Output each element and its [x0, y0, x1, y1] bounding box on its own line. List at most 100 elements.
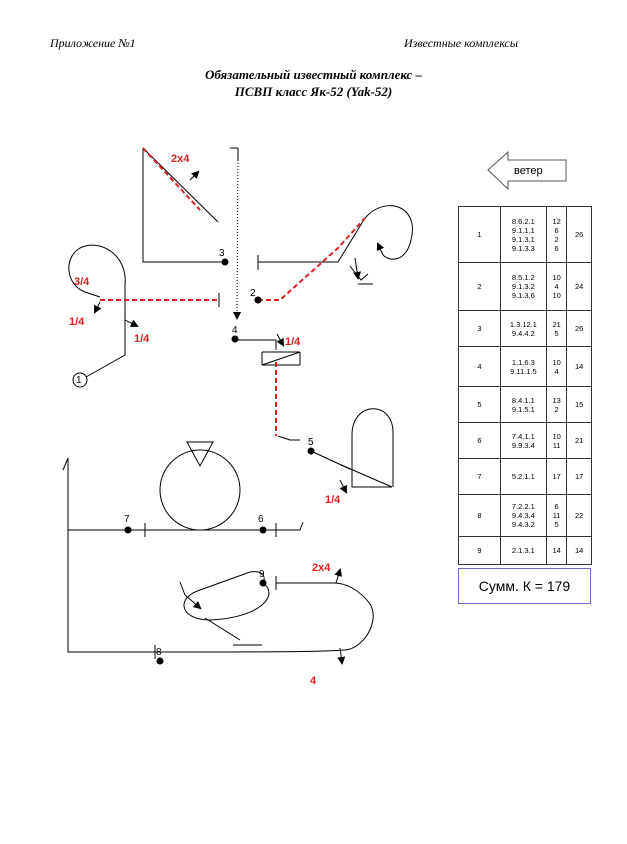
header-left: Приложение №1 — [50, 36, 136, 50]
annotation-4: 4 — [310, 675, 317, 687]
start-point-marker-1 — [72, 372, 88, 388]
point-marker-3 — [221, 258, 229, 266]
row-number: 3 — [458, 310, 501, 347]
row-total: 24 — [566, 262, 592, 311]
point-label-9: 9 — [259, 569, 265, 580]
annotation-1-4-fig4: 1/4 — [285, 336, 301, 348]
element-coefficient: 2 — [554, 234, 559, 244]
element-code: 1.3.12.1 — [509, 319, 537, 329]
point-marker-9 — [259, 579, 267, 587]
element-code: 9.1.3.1 — [511, 234, 535, 244]
turn-triangle-icon — [186, 441, 214, 468]
point-marker-4 — [231, 335, 239, 343]
element-coefficient: 10 — [552, 431, 561, 441]
element-coefficient: 4 — [554, 282, 559, 291]
element-coefficient: 17 — [552, 472, 561, 481]
element-coefficient: 6 — [554, 502, 559, 511]
element-coefficient: 10 — [552, 357, 561, 367]
element-coefficient: 6 — [554, 225, 559, 235]
element-code: 9.1.1.1 — [511, 225, 535, 235]
point-marker-6 — [259, 526, 267, 534]
element-coefficient: 10 — [552, 291, 561, 300]
loop-circle-6 — [159, 449, 241, 531]
element-coefficient: 11 — [552, 511, 561, 520]
element-code: 5.2.1.1 — [511, 472, 535, 481]
annotation-1-4-left: 1/4 — [69, 316, 85, 328]
point-marker-8 — [156, 657, 164, 665]
row-total: 22 — [566, 494, 592, 537]
annotation-1-4-mid: 1/4 — [134, 333, 150, 345]
wind-label: ветер — [514, 165, 543, 177]
element-coefficient: 13 — [552, 395, 561, 405]
row-coefficients: 17 — [545, 458, 568, 495]
row-total: 26 — [566, 310, 592, 347]
element-coefficient: 10 — [552, 273, 561, 282]
element-code: 9.9.3.4 — [511, 440, 535, 450]
sum-coefficient-box: Сумм. К = 179 — [458, 568, 591, 604]
element-coefficient: 14 — [552, 546, 561, 555]
element-coefficient: 5 — [554, 520, 559, 529]
row-number: 4 — [458, 346, 501, 387]
row-number: 7 — [458, 458, 501, 495]
row-total: 17 — [566, 458, 592, 495]
element-coefficient: 12 — [552, 216, 561, 226]
page-title-line1: Обязательный известный комплекс – — [205, 67, 422, 82]
element-coefficient: 5 — [554, 328, 559, 338]
element-coefficient: 21 — [552, 319, 561, 329]
annotation-3-4: 3/4 — [74, 276, 90, 288]
point-label-4: 4 — [232, 325, 238, 336]
wind-arrow-icon — [487, 150, 567, 191]
element-code: 9.1.3.6 — [511, 291, 535, 300]
figure-4-path — [235, 339, 277, 350]
row-codes: 2.1.3.1 — [499, 536, 547, 565]
row-total: 26 — [566, 206, 592, 263]
figure-3-path — [142, 148, 223, 263]
element-code: 7.4.1.1 — [511, 431, 535, 441]
row-number: 6 — [458, 422, 501, 459]
point-label-7: 7 — [124, 514, 130, 525]
point-label-6: 6 — [258, 514, 264, 525]
row-total: 14 — [566, 346, 592, 387]
page-title-line2: ПСВП класс Як-52 (Yak-52) — [234, 84, 393, 99]
element-coefficient: 11 — [552, 440, 561, 450]
element-code: 9.4.3.2 — [511, 520, 535, 529]
figure-89-path — [150, 582, 374, 653]
element-code: 9.4.4.2 — [511, 328, 535, 338]
element-code: 1.1.6.3 — [511, 357, 535, 367]
point-label-1: 1 — [76, 375, 82, 386]
table-row: 7 5.2.1.1 17 17 — [458, 458, 592, 495]
sum-coefficient-text: Сумм. К = 179 — [478, 578, 571, 594]
element-code: 8.4.1.1 — [511, 395, 535, 405]
row-total: 14 — [566, 536, 592, 565]
figure-2-path — [258, 217, 366, 263]
figure-1-path — [68, 244, 126, 378]
row-number: 8 — [458, 494, 501, 537]
row-codes: 5.2.1.1 — [499, 458, 547, 495]
element-code: 9.1.5.1 — [511, 404, 535, 414]
annotation-2x4-top: 2x4 — [171, 153, 190, 165]
element-coefficient: 6 — [554, 243, 559, 253]
annotation-2x4-bottom: 2x4 — [312, 562, 331, 574]
point-label-3: 3 — [219, 248, 225, 259]
header-right: Известные комплексы — [404, 36, 518, 50]
element-code: 8.6.2.1 — [511, 216, 535, 226]
point-marker-5 — [307, 447, 315, 455]
element-code: 9.4.3.4 — [511, 511, 535, 520]
point-label-8: 8 — [156, 647, 162, 658]
